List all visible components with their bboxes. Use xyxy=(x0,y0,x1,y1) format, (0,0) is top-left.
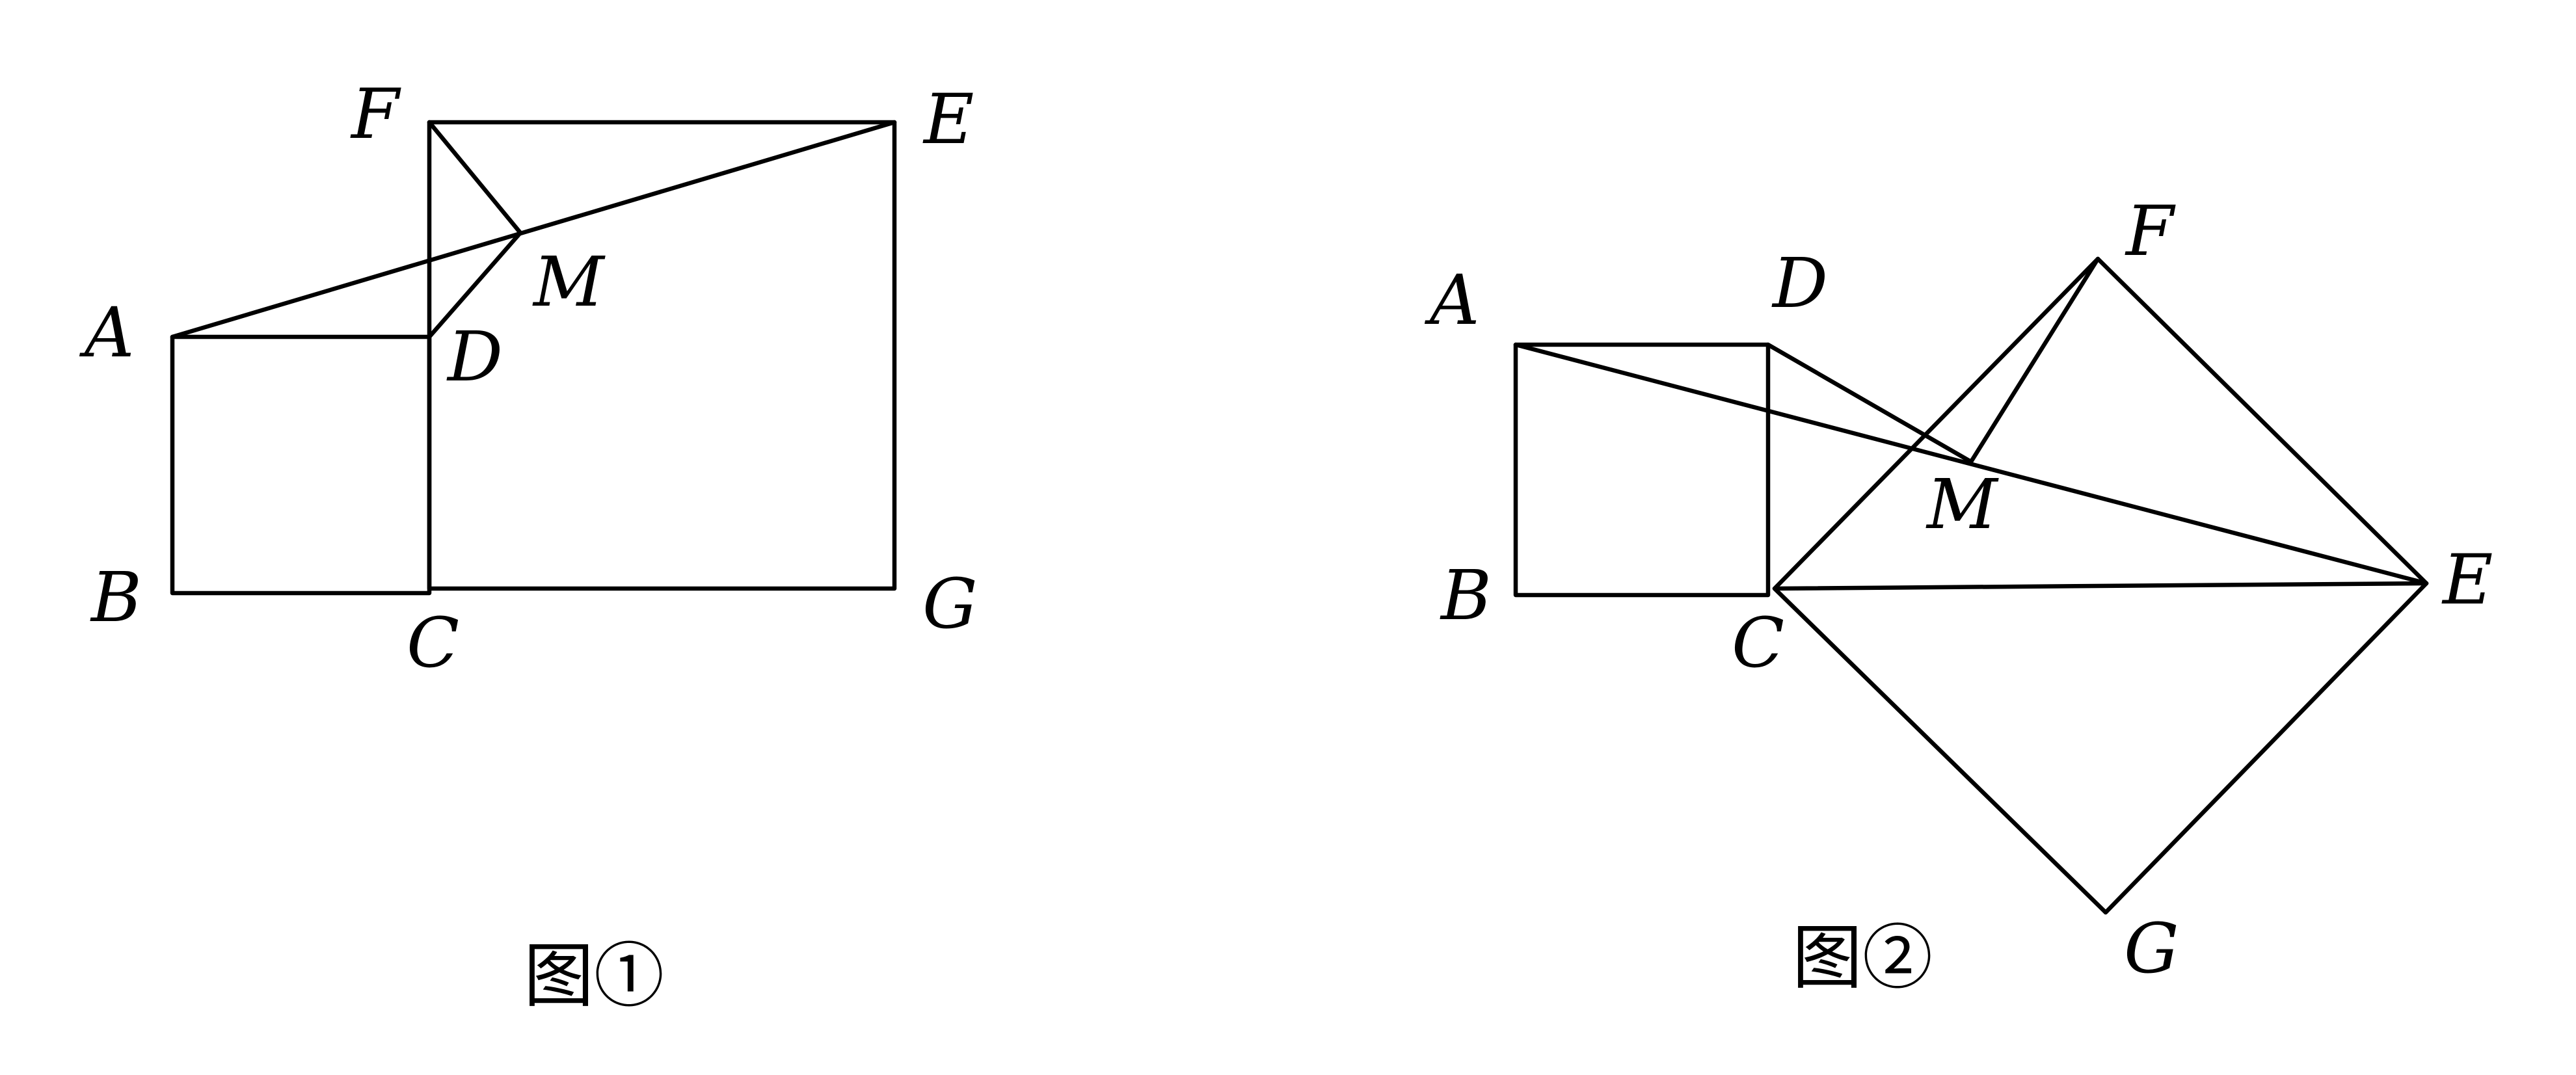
square-ABCD xyxy=(170,334,432,596)
square-CGEF xyxy=(427,120,897,591)
segment-FM xyxy=(427,120,523,235)
label-G: G xyxy=(922,564,978,644)
label-M: M xyxy=(1925,464,1999,544)
label-B: B xyxy=(90,557,142,637)
segment-DM xyxy=(1765,342,1974,464)
label-A: A xyxy=(79,293,135,373)
segment-MF xyxy=(1968,256,2100,464)
figure-2-labels: A B C D E F G M xyxy=(1424,191,2493,989)
label-F: F xyxy=(350,74,401,154)
label-G: G xyxy=(2124,909,2179,989)
label-D: D xyxy=(446,317,503,397)
figure-2: A B C D E F G M 图② xyxy=(1424,191,2493,999)
figure-2-segments xyxy=(1513,256,2429,915)
segment-MD xyxy=(427,230,523,339)
figure-1-caption: 图① xyxy=(524,936,664,1017)
label-B: B xyxy=(1440,555,1492,635)
figure-2-caption: 图② xyxy=(1792,918,1933,999)
segment-AE xyxy=(1513,342,2429,586)
label-D: D xyxy=(1771,243,1828,323)
figure-1-labels: A B C D E F G M xyxy=(79,74,978,683)
label-M: M xyxy=(532,242,606,322)
figure-1-segments xyxy=(170,120,897,596)
label-F: F xyxy=(2125,191,2176,271)
label-A: A xyxy=(1424,260,1480,340)
segment-AE xyxy=(170,120,897,339)
label-E: E xyxy=(2441,540,2493,620)
label-C: C xyxy=(1732,603,1784,683)
square-ABCD xyxy=(1513,342,1771,598)
segment-CE xyxy=(1772,581,2429,591)
label-C: C xyxy=(407,603,459,683)
figure-1: A B C D E F G M 图① xyxy=(79,74,978,1017)
label-E: E xyxy=(922,79,974,159)
